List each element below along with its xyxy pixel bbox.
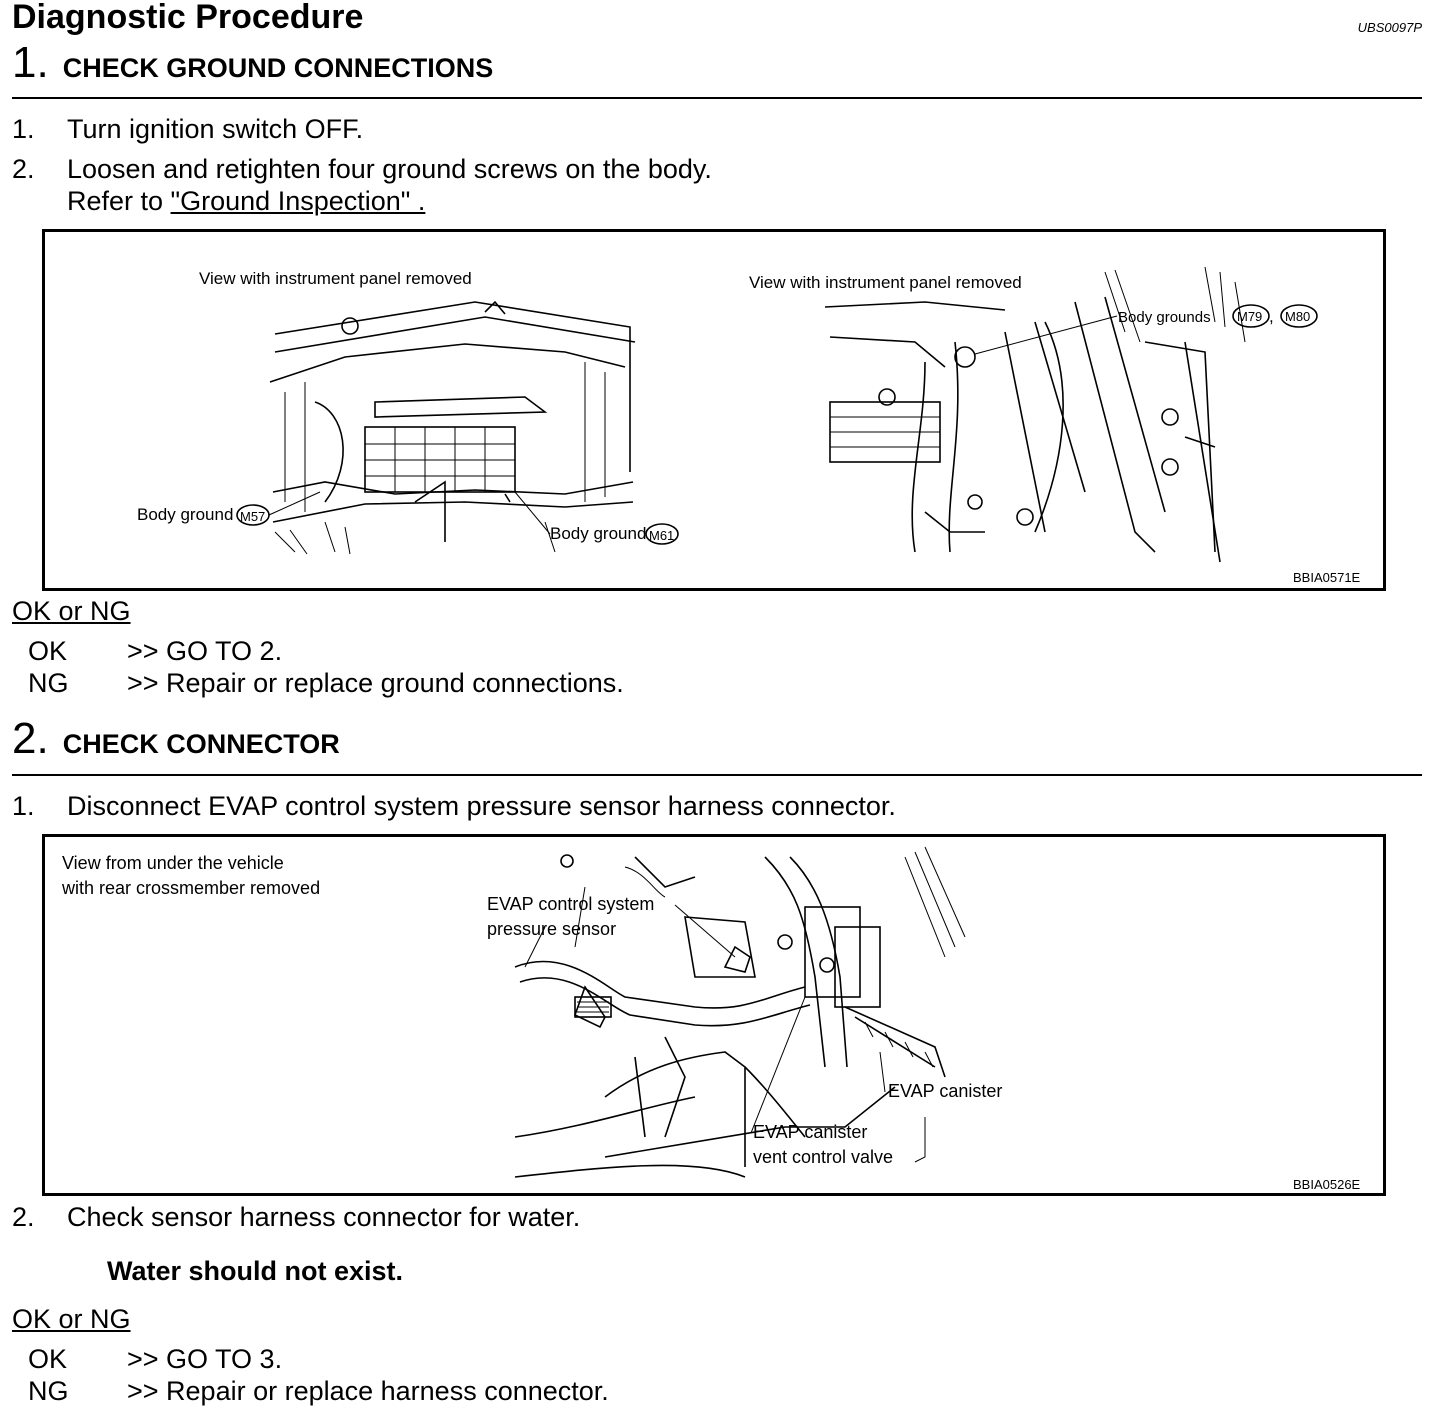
ok-key: OK (28, 1344, 68, 1374)
step-2-heading: 2. CHECK CONNECTOR (12, 714, 340, 764)
body-grounds-separator: , (1269, 307, 1274, 326)
ng-action: >> Repair or replace harness connector. (127, 1376, 609, 1406)
connector-id-m80: M80 (1285, 309, 1310, 324)
step-2-title: CHECK CONNECTOR (62, 729, 340, 759)
ground-connections-figure: View with instrument panel removed Body … (42, 229, 1386, 591)
left-dashboard-drawing (269, 300, 636, 555)
step-2-okng-heading: OK or NG (12, 1304, 131, 1334)
step-2-item-1: 1. Disconnect EVAP control system pressu… (0, 791, 1456, 823)
underbody-drawing (514, 846, 966, 1178)
under-vehicle-caption-line-2: with rear crossmember removed (61, 878, 320, 898)
step-1-heading: 1. CHECK GROUND CONNECTIONS (12, 38, 493, 88)
connector-id-m57: M57 (240, 509, 265, 524)
body-ground-m57-label: Body ground (137, 505, 233, 524)
page-title: Diagnostic Procedure (12, 0, 364, 36)
ok-action: >> GO TO 2. (127, 636, 283, 666)
item-number: 1. (12, 114, 35, 144)
refer-line: Refer to "Ground Inspection" . (67, 186, 425, 217)
step-2-item-2: 2. Check sensor harness connector for wa… (0, 1202, 1456, 1234)
step-2-ok-row: OK >> GO TO 3. (0, 1344, 1456, 1376)
item-number: 2. (12, 154, 35, 184)
step-2-ng-row: NG >> Repair or replace harness connecto… (0, 1376, 1456, 1408)
vent-valve-label-line-1: EVAP canister (753, 1122, 867, 1142)
vent-valve-label-line-2: vent control valve (753, 1147, 893, 1167)
right-view-caption: View with instrument panel removed (749, 273, 1022, 292)
pressure-sensor-label-line-2: pressure sensor (487, 919, 616, 939)
item-number: 2. (12, 1202, 35, 1232)
document-code: UBS0097P (1357, 20, 1422, 35)
specification-text: Water should not exist. (107, 1256, 404, 1286)
connector-id-m61: M61 (649, 528, 674, 543)
ng-key: NG (28, 668, 69, 698)
step-1-okng-heading: OK or NG (12, 596, 131, 626)
ng-action: >> Repair or replace ground connections. (127, 668, 624, 698)
right-bracket-drawing (824, 266, 1246, 563)
item-text: Disconnect EVAP control system pressure … (67, 791, 896, 821)
connector-badge-m80 (1280, 304, 1318, 328)
step-1-ng-row: NG >> Repair or replace ground connectio… (0, 668, 1456, 700)
pressure-sensor-label-line-1: EVAP control system (487, 894, 654, 914)
ok-key: OK (28, 636, 68, 666)
refer-prefix: Refer to (67, 186, 171, 216)
under-vehicle-caption-line-1: View from under the vehicle (62, 853, 284, 873)
evap-connector-figure: View from under the vehicle with rear cr… (42, 834, 1386, 1196)
ok-action: >> GO TO 3. (127, 1344, 283, 1374)
evap-connector-illustration: View from under the vehicle with rear cr… (61, 846, 1361, 1192)
ng-key: NG (28, 1376, 69, 1406)
connector-id-m79: M79 (1237, 309, 1262, 324)
item-text: Turn ignition switch OFF. (67, 114, 364, 144)
step-1-ok-row: OK >> GO TO 2. (0, 636, 1456, 668)
connector-badge-m79 (1232, 304, 1270, 328)
step-1-divider (12, 97, 1422, 99)
body-ground-m61-label: Body ground (550, 524, 646, 543)
connector-badge-m61 (645, 523, 679, 545)
item-number: 1. (12, 791, 35, 821)
figure-1-id: BBIA0571E (1293, 570, 1361, 585)
body-grounds-label: Body grounds (1118, 309, 1211, 326)
step-1-item-1: 1. Turn ignition switch OFF. (0, 114, 1456, 146)
step-2-divider (12, 774, 1422, 776)
figure-2-id: BBIA0526E (1293, 1177, 1361, 1192)
left-view-caption: View with instrument panel removed (199, 269, 472, 288)
ground-connections-illustration: View with instrument panel removed Body … (137, 266, 1361, 585)
evap-canister-label: EVAP canister (888, 1081, 1002, 1101)
step-1-item-2: 2. Loosen and retighten four ground scre… (0, 154, 1456, 186)
item-text: Check sensor harness connector for water… (67, 1202, 581, 1232)
item-text: Loosen and retighten four ground screws … (67, 154, 712, 184)
ground-inspection-link[interactable]: "Ground Inspection" . (170, 186, 426, 216)
step-2-number: 2. (12, 714, 49, 763)
step-1-title: CHECK GROUND CONNECTIONS (62, 53, 494, 83)
step-1-number: 1. (12, 38, 49, 87)
